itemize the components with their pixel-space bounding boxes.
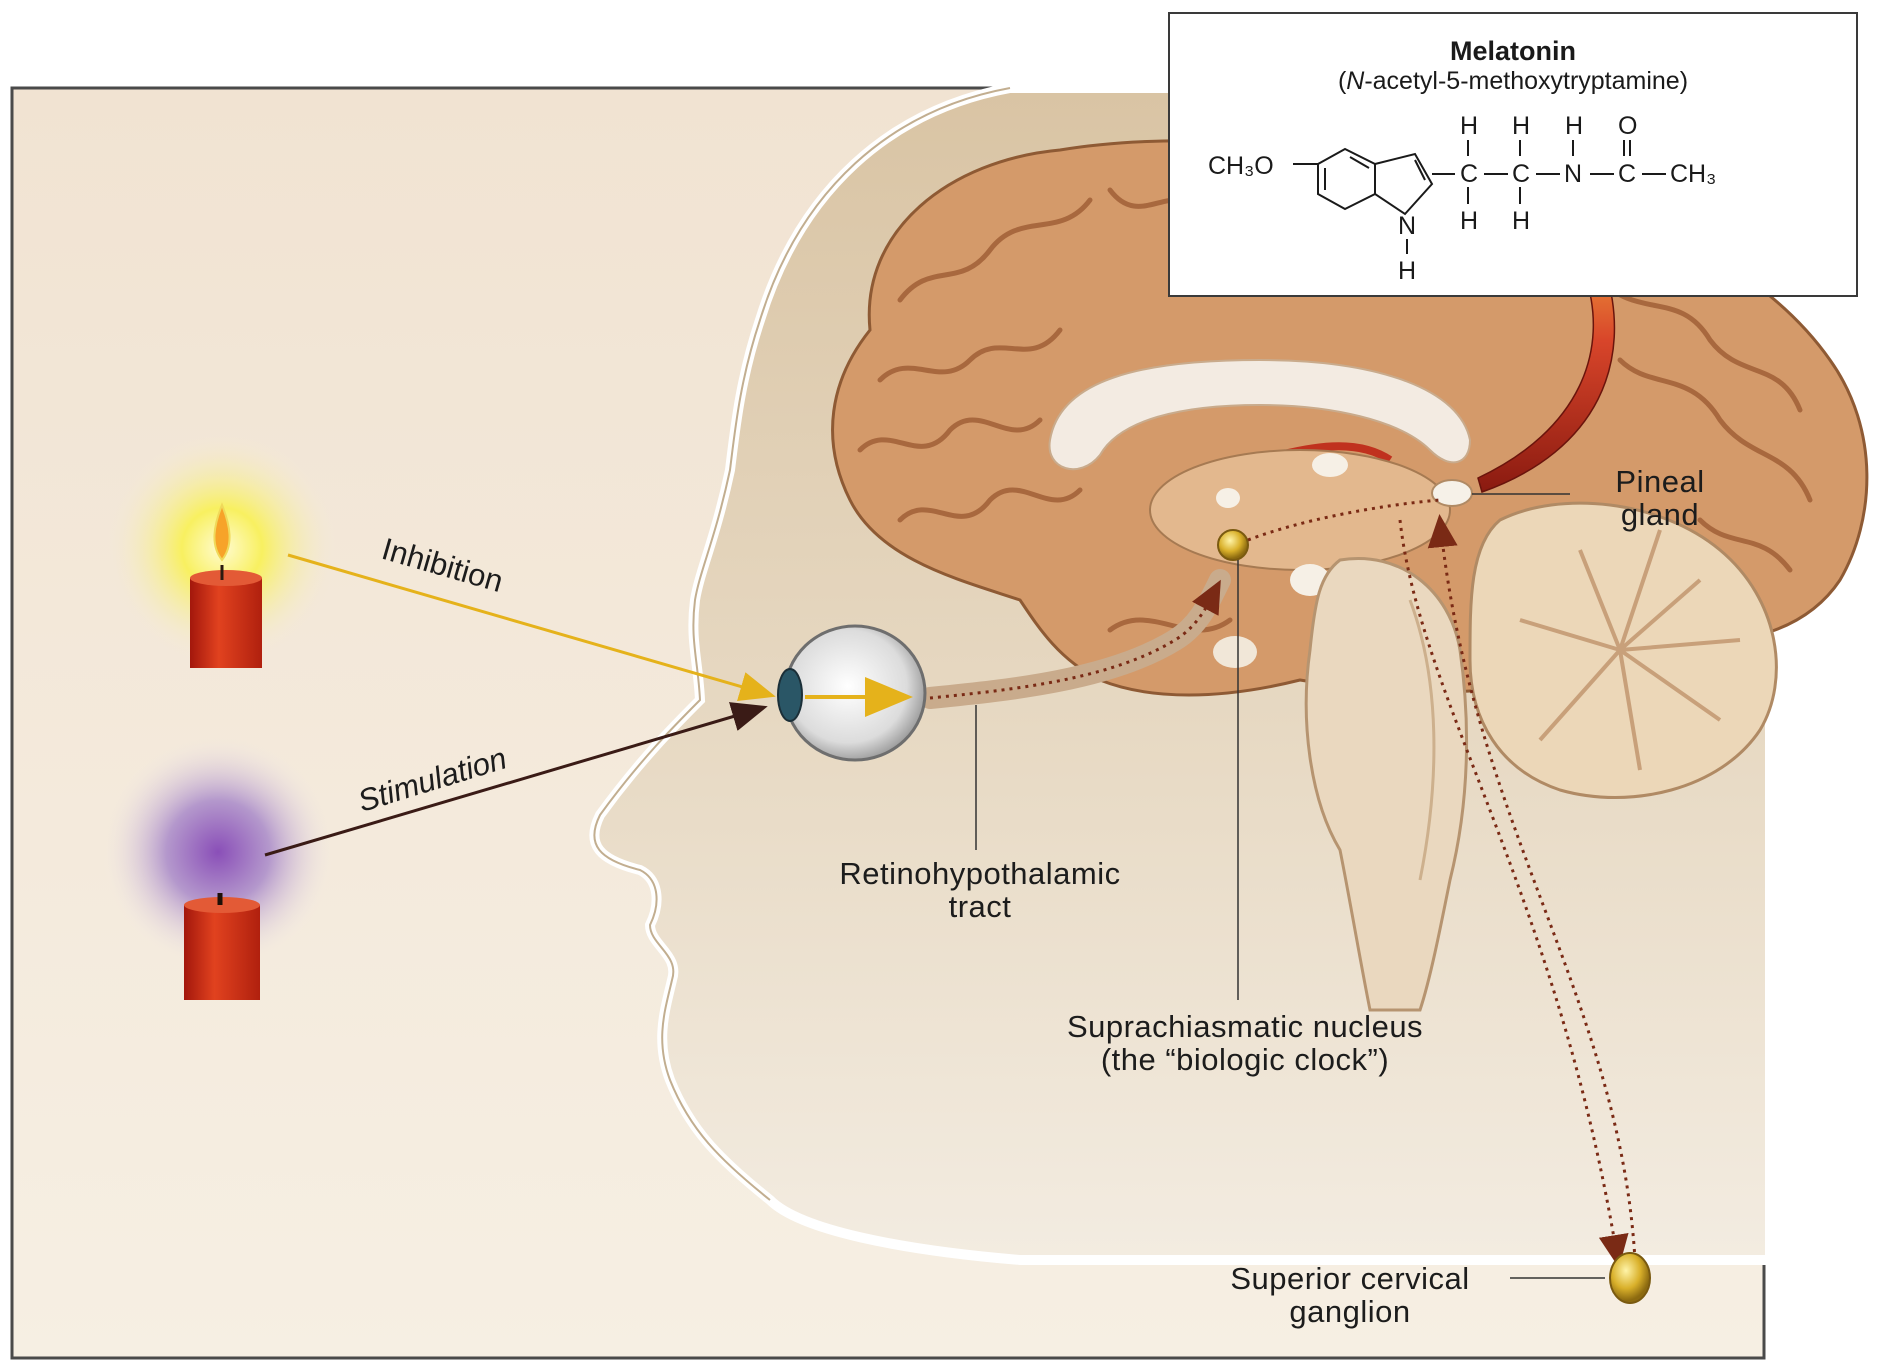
chain-n: N bbox=[1564, 160, 1582, 188]
eyeball bbox=[785, 626, 925, 760]
chain-o: O bbox=[1618, 112, 1637, 140]
iris bbox=[778, 669, 802, 721]
small-body-2 bbox=[1216, 488, 1240, 508]
suprachiasmatic-nucleus-label: Suprachiasmatic nucleus (the “biologic c… bbox=[1010, 1010, 1480, 1076]
benzene-ring bbox=[1318, 149, 1375, 209]
candle-lit-top bbox=[190, 570, 262, 586]
ch3o-group: CH₃O bbox=[1208, 152, 1274, 180]
pyrrole-ring bbox=[1375, 154, 1432, 214]
chain-h2-top: H bbox=[1512, 112, 1530, 140]
candle-lit bbox=[190, 578, 262, 668]
chain-h1-bottom: H bbox=[1460, 207, 1478, 235]
chain-c1: C bbox=[1460, 160, 1478, 188]
chain-c3: C bbox=[1618, 160, 1636, 188]
candle-unlit bbox=[184, 905, 260, 1000]
ring-n: N bbox=[1398, 212, 1416, 240]
pituitary bbox=[1213, 636, 1257, 668]
melatonin-structure-box: Melatonin (N-acetyl-5-methoxytryptamine)… bbox=[1168, 12, 1858, 297]
pineal-gland-shape bbox=[1432, 480, 1472, 506]
melatonin-structure-svg: CH₃O N H C H H C H bbox=[1170, 14, 1860, 299]
chain-nh-h: H bbox=[1565, 112, 1583, 140]
chain-h2-bottom: H bbox=[1512, 207, 1530, 235]
small-body-1 bbox=[1312, 453, 1348, 477]
suprachiasmatic-nucleus-shape bbox=[1218, 530, 1248, 560]
chain-ch3: CH₃ bbox=[1670, 160, 1716, 188]
ring-nh-h: H bbox=[1398, 257, 1416, 285]
superior-cervical-ganglion-label: Superior cervical ganglion bbox=[1185, 1262, 1515, 1328]
chain-c2: C bbox=[1512, 160, 1530, 188]
pineal-gland-label: Pineal gland bbox=[1580, 465, 1740, 531]
retinohypothalamic-label: Retinohypothalamic tract bbox=[800, 857, 1160, 923]
superior-cervical-ganglion-shape bbox=[1610, 1253, 1650, 1303]
chain-h1-top: H bbox=[1460, 112, 1478, 140]
